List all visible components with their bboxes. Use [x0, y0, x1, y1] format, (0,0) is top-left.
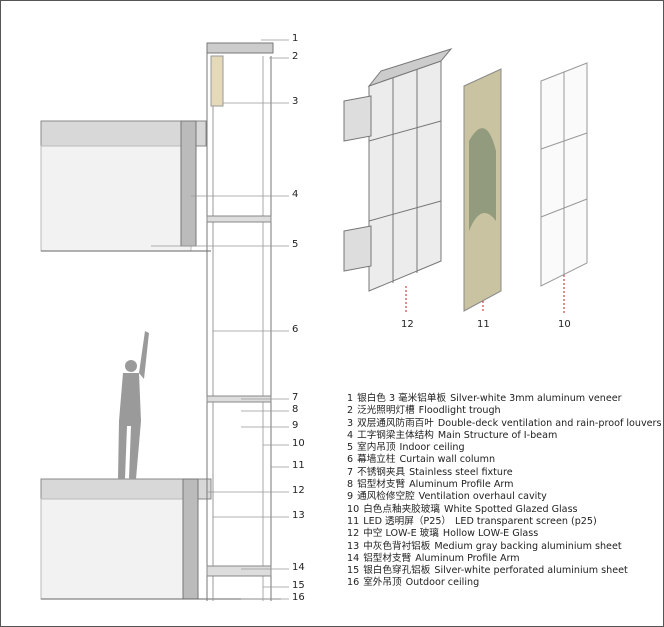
legend-chinese-label: 铝型材支臂 [363, 552, 412, 564]
louvers [210, 55, 224, 107]
legend-english-label: Aluminum Profile Arm [409, 479, 514, 491]
exploded-callout-12: 12 [401, 319, 414, 330]
exploded-callout-11: 11 [477, 319, 490, 330]
exploded-white-glass [540, 62, 588, 313]
legend-number: 12 [347, 528, 360, 540]
legend-chinese-label: 泛光照明灯槽 [357, 405, 415, 417]
legend-chinese-label: 不锈钢夹具 [357, 466, 406, 478]
callout-10: 10 [292, 438, 305, 449]
legend-chinese-label: 室内吊顶 [357, 442, 396, 454]
legend-chinese-label: 工字钢梁主体结构 [357, 429, 434, 441]
legend-chinese-label: 双层通风防雨百叶 [357, 417, 434, 429]
legend-chinese-label: 室外吊顶 [363, 577, 402, 589]
legend-number: 4 [347, 429, 354, 441]
legend-english-label: Floodlight trough [418, 405, 501, 417]
legend-chinese-label: LED 透明屏（P25） [363, 515, 452, 527]
legend-number: 13 [347, 540, 360, 552]
legend-english-label: Silver-white perforated aluminium sheet [434, 565, 628, 577]
legend-number: 15 [347, 565, 360, 577]
legend-english-label: LED transparent screen (p25) [455, 515, 597, 527]
callout-4: 4 [292, 189, 299, 200]
callout-9: 9 [292, 420, 299, 431]
leader-lines [151, 39, 289, 600]
callout-1: 1 [292, 33, 299, 44]
callout-14: 14 [292, 562, 305, 573]
exploded-callout-10: 10 [558, 319, 571, 330]
legend-number: 11 [347, 515, 360, 527]
i-beam-lower [182, 478, 199, 600]
legend-chinese-label: 通风检修空腔 [357, 491, 415, 503]
legend-chinese-label: 白色点釉夹胶玻璃 [363, 503, 440, 515]
legend-number: 1 [347, 393, 354, 404]
legend-chinese-label: 中灰色背衬铝板 [363, 540, 431, 552]
legend-chinese-label: 银白色 3 毫米铝单板 [357, 393, 447, 404]
legend-number: 3 [347, 417, 354, 429]
legend-number: 6 [347, 454, 354, 466]
legend-english-label: Indoor ceiling [399, 442, 465, 454]
legend-number: 7 [347, 466, 354, 478]
callout-3: 3 [292, 96, 299, 107]
callout-6: 6 [292, 324, 299, 335]
exploded-led-screen [463, 68, 502, 313]
modulor-figure [118, 331, 149, 479]
legend-english-label: Medium gray backing aluminium sheet [434, 540, 622, 552]
legend-chinese-label: 银白色穿孔铝板 [363, 565, 431, 577]
callout-7: 7 [292, 392, 299, 403]
callout-5: 5 [292, 239, 299, 250]
callout-15: 15 [292, 580, 305, 591]
callout-8: 8 [292, 404, 299, 415]
legend-number: 10 [347, 503, 360, 515]
legend-number: 2 [347, 405, 354, 417]
legend-number: 5 [347, 442, 354, 454]
exploded-glass-structure [343, 48, 453, 313]
legend-chinese-label: 中空 LOW-E 玻璃 [363, 528, 439, 540]
callout-13: 13 [292, 510, 305, 521]
callout-12: 12 [292, 485, 305, 496]
lower-floor-slab [40, 478, 281, 600]
legend-english-label: Stainless steel fixture [409, 466, 513, 478]
legend-english-label: White Spotted Glazed Glass [443, 503, 578, 515]
curtain-wall [206, 42, 274, 601]
legend-chinese-label: 铝型材支臂 [357, 479, 406, 491]
legend-english-label: Outdoor ceiling [405, 577, 480, 589]
i-beam-upper [180, 120, 197, 247]
legend-number: 14 [347, 552, 360, 564]
callout-16: 16 [292, 592, 305, 603]
legend-english-label: Main Structure of I-beam [437, 429, 558, 441]
legend-english-label: Curtain wall column [399, 454, 496, 466]
callout-11: 11 [292, 460, 305, 471]
legend-english-label: Hollow LOW-E Glass [442, 528, 539, 540]
legend-english-label: Ventilation overhaul cavity [418, 491, 547, 503]
legend-chinese-label: 幕墙立柱 [357, 454, 396, 466]
legend-number: 8 [347, 479, 354, 491]
legend-english-label: Silver-white 3mm aluminum veneer [450, 393, 622, 404]
legend-english-label: Aluminum Profile Arm [415, 552, 520, 564]
upper-floor-slab [40, 120, 211, 252]
callout-2: 2 [292, 51, 299, 62]
legend-number: 16 [347, 577, 360, 589]
legend-english-label: Double-deck ventilation and rain-proof l… [437, 417, 662, 429]
legend-number: 9 [347, 491, 354, 503]
